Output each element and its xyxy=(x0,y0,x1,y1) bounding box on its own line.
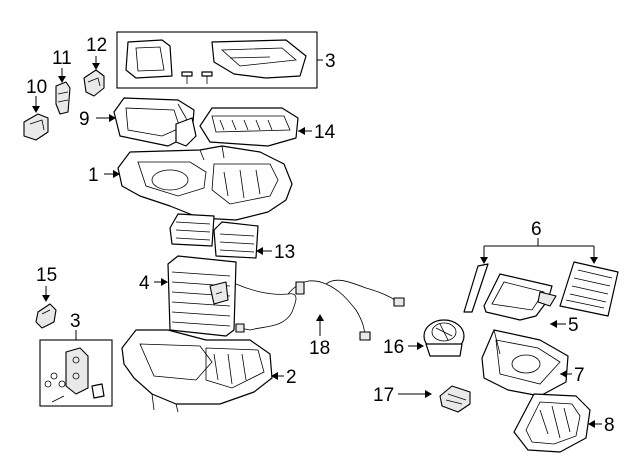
part-4-evaporator-core[interactable] xyxy=(154,255,237,337)
part-3-kit-lower[interactable] xyxy=(39,330,113,407)
part-8-lower-duct[interactable] xyxy=(513,393,602,453)
part-16-blower-motor[interactable] xyxy=(408,319,465,357)
part-11-sensor[interactable] xyxy=(55,68,71,115)
callout-7: 7 xyxy=(574,365,585,386)
callout-8: 8 xyxy=(604,415,615,436)
callout-17: 17 xyxy=(373,385,394,406)
part-9-housing-cover[interactable] xyxy=(96,97,197,147)
callout-13: 13 xyxy=(274,242,295,263)
part-14-housing-cover[interactable] xyxy=(199,107,312,147)
callout-18: 18 xyxy=(309,338,330,359)
part-3-kit-top[interactable] xyxy=(116,31,323,89)
callout-10: 10 xyxy=(26,77,47,98)
part-6-seal-strip[interactable] xyxy=(463,263,489,313)
part-10-actuator[interactable] xyxy=(23,96,49,141)
callout-5: 5 xyxy=(568,315,579,336)
callout-14: 14 xyxy=(314,122,336,143)
callout-6: 6 xyxy=(531,219,542,240)
callout-1: 1 xyxy=(88,165,99,186)
callout-2: 2 xyxy=(286,367,297,388)
part-15-clip[interactable] xyxy=(35,286,57,329)
part-1-upper-case[interactable] xyxy=(104,145,293,221)
callout-3-top: 3 xyxy=(325,51,336,72)
callout-3-lower: 3 xyxy=(70,311,81,332)
callout-4: 4 xyxy=(139,273,150,294)
part-6-cabin-filter[interactable] xyxy=(559,261,619,317)
part-18-wire-harness[interactable] xyxy=(235,279,405,341)
part-17-resistor[interactable] xyxy=(398,385,471,413)
callout-9: 9 xyxy=(79,109,90,130)
part-12-sensor[interactable] xyxy=(83,56,105,97)
callout-11: 11 xyxy=(52,48,72,69)
part-7-blower-housing[interactable] xyxy=(481,329,572,397)
callout-16: 16 xyxy=(383,337,404,358)
part-5-filter-frame[interactable] xyxy=(483,273,566,328)
callout-12: 12 xyxy=(86,35,107,56)
callout-15: 15 xyxy=(36,265,57,286)
part-13-filter-pair[interactable] xyxy=(169,213,272,259)
part-6-bracket xyxy=(480,238,598,264)
part-2-lower-case[interactable] xyxy=(121,329,284,413)
